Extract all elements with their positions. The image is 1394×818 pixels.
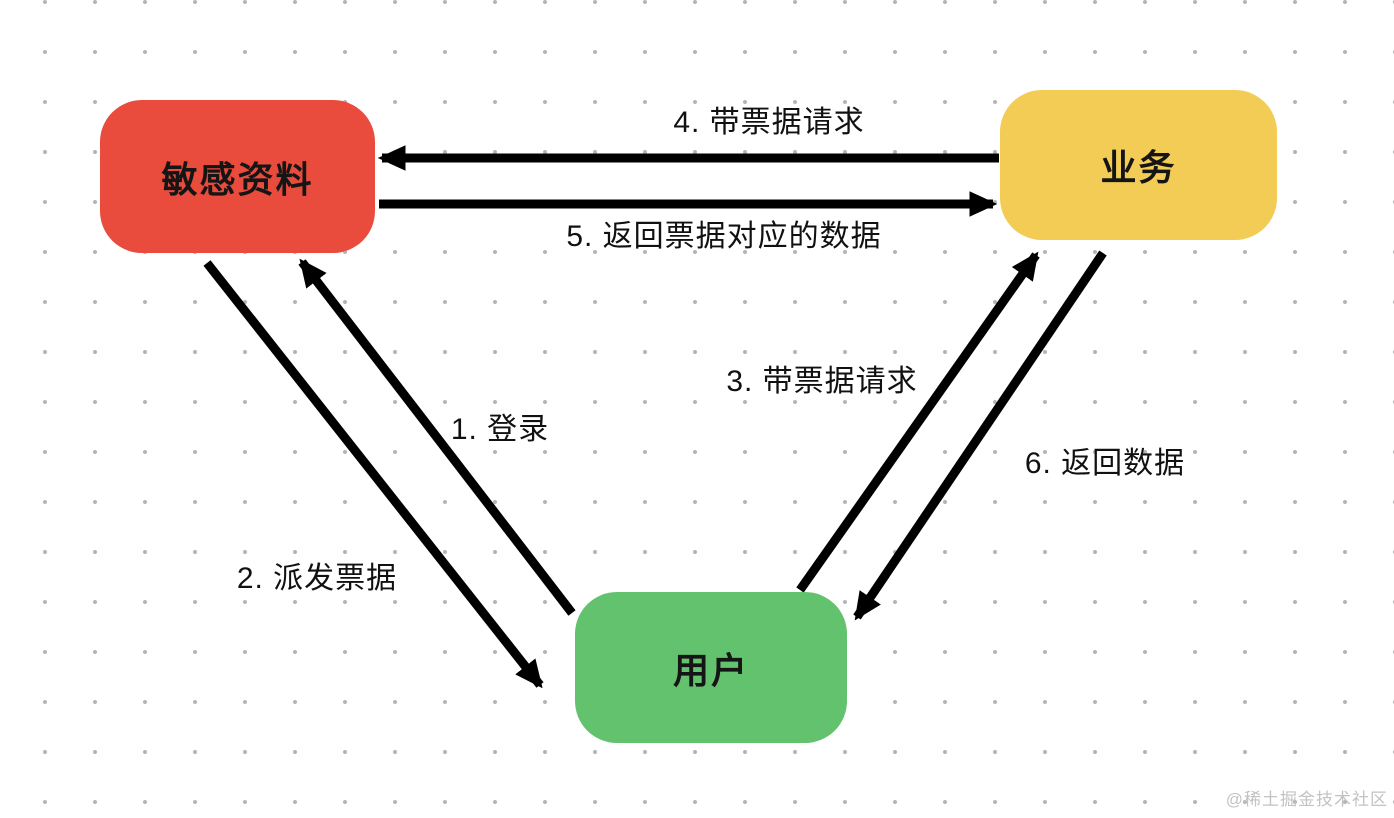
node-sensitive-data-label: 敏感资料 — [161, 158, 314, 200]
edge-label-request-with-ticket-business: 4. 带票据请求 — [673, 106, 865, 139]
arrow-request-with-ticket-user-business — [796, 251, 1040, 593]
edge-label-login: 1. 登录 — [450, 413, 550, 446]
watermark: @稀土掘金技术社区 — [1225, 790, 1388, 809]
arrow-login — [298, 258, 576, 616]
arrow-dispatch-ticket — [203, 260, 544, 689]
node-business-label: 业务 — [1100, 147, 1177, 188]
edge-label-return-data: 6. 返回数据 — [1024, 447, 1186, 480]
node-user: 用户 — [575, 592, 847, 743]
node-sensitive-data: 敏感资料 — [100, 100, 375, 253]
node-business: 业务 — [1000, 90, 1277, 240]
arrow-return-data — [853, 250, 1107, 621]
node-user-label: 用户 — [672, 649, 749, 691]
edge-label-request-with-ticket-user: 3. 带票据请求 — [726, 365, 918, 398]
edge-label-return-ticket-data: 5. 返回票据对应的数据 — [566, 220, 882, 253]
edge-label-dispatch-ticket: 2. 派发票据 — [236, 562, 398, 595]
